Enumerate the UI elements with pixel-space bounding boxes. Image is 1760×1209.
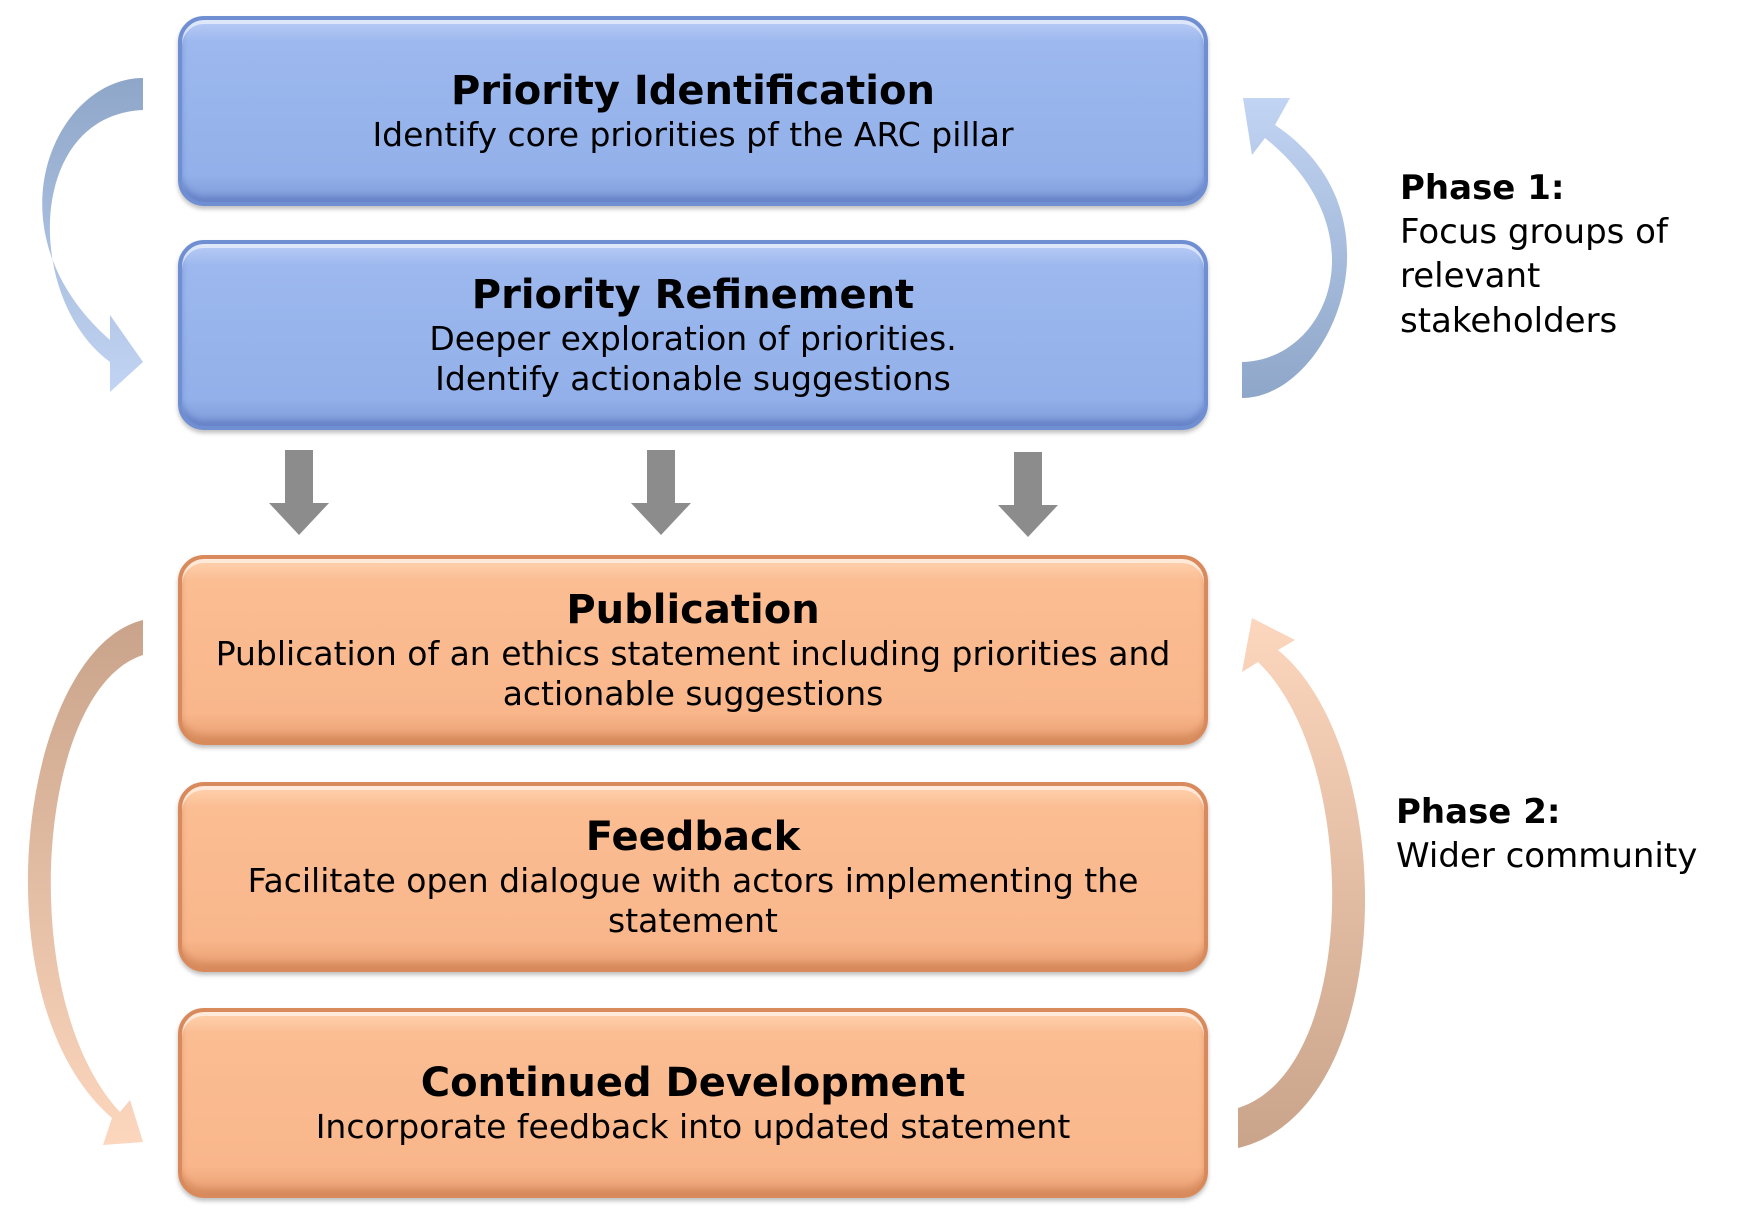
- box-title: Priority Refinement: [471, 272, 915, 319]
- phase-title: Phase 1:: [1400, 168, 1565, 208]
- box-description: Incorporate feedback into updated statem…: [315, 1107, 1071, 1147]
- phase-2-label: Phase 2: Wider community: [1396, 790, 1697, 878]
- feedback-box: Feedback Facilitate open dialogue with a…: [178, 782, 1208, 972]
- box-description: Identify actionable suggestions: [435, 359, 951, 398]
- priority-refinement-box: Priority Refinement Deeper exploration o…: [178, 240, 1208, 430]
- down-arrow-left: [269, 450, 329, 535]
- box-description: Publication of an ethics statement inclu…: [215, 634, 1171, 674]
- phase-description: Focus groups of: [1400, 212, 1668, 253]
- phase-title: Phase 2:: [1396, 792, 1561, 832]
- phase-1-label: Phase 1: Focus groups of relevant stakeh…: [1400, 166, 1760, 343]
- box-description: actionable suggestions: [502, 674, 884, 713]
- box-title: Feedback: [585, 814, 801, 861]
- priority-identification-box: Priority Identification Identify core pr…: [178, 16, 1208, 206]
- box-description: Identify core priorities pf the ARC pill…: [372, 115, 1014, 155]
- box-description: statement: [608, 901, 778, 940]
- continued-development-box: Continued Development Incorporate feedba…: [178, 1008, 1208, 1198]
- phase-description: relevant stakeholders: [1400, 256, 1618, 341]
- phase-description: Wider community: [1396, 836, 1698, 877]
- phase1-left-curved-arrow: [42, 78, 143, 392]
- phase2-left-curved-arrow: [27, 620, 143, 1145]
- publication-box: Publication Publication of an ethics sta…: [178, 555, 1208, 745]
- phase2-right-curved-arrow: [1238, 618, 1366, 1148]
- box-title: Priority Identification: [451, 68, 935, 115]
- phase1-right-curved-arrow: [1242, 98, 1348, 398]
- down-arrow-center: [631, 450, 691, 535]
- box-description: Deeper exploration of priorities.: [429, 319, 957, 359]
- box-description: Facilitate open dialogue with actors imp…: [247, 861, 1139, 901]
- box-title: Publication: [566, 587, 820, 634]
- box-title: Continued Development: [420, 1060, 966, 1107]
- down-arrow-right: [998, 452, 1058, 537]
